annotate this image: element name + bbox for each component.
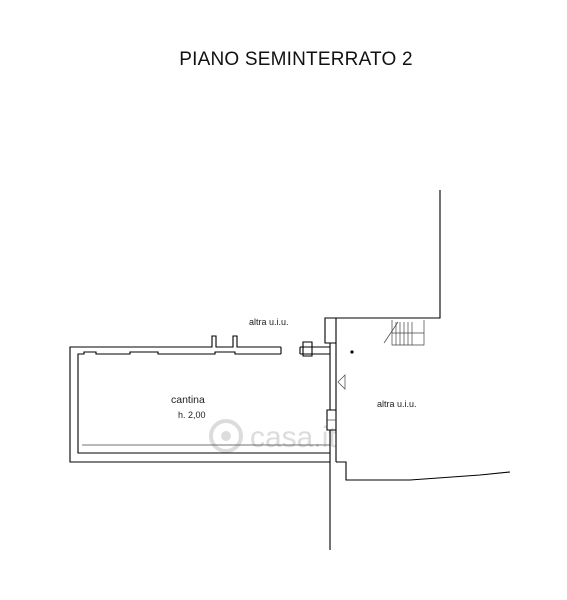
plan-title: PIANO SEMINTERRATO 2 — [179, 49, 412, 70]
cantina-walls — [69, 335, 330, 463]
watermark-text: casa.it — [250, 421, 337, 454]
label-cantina: cantina — [171, 394, 205, 406]
watermark: casa.it — [209, 419, 337, 454]
label-altra-uiu-right: altra u.i.u. — [377, 399, 417, 409]
label-cantina-height: h. 2,00 — [178, 410, 206, 420]
central-wall — [324, 317, 337, 550]
right-area-walls — [336, 190, 511, 481]
door-marker — [337, 374, 346, 390]
drain-marker — [350, 350, 354, 354]
label-altra-uiu-top: altra u.i.u. — [249, 317, 289, 327]
